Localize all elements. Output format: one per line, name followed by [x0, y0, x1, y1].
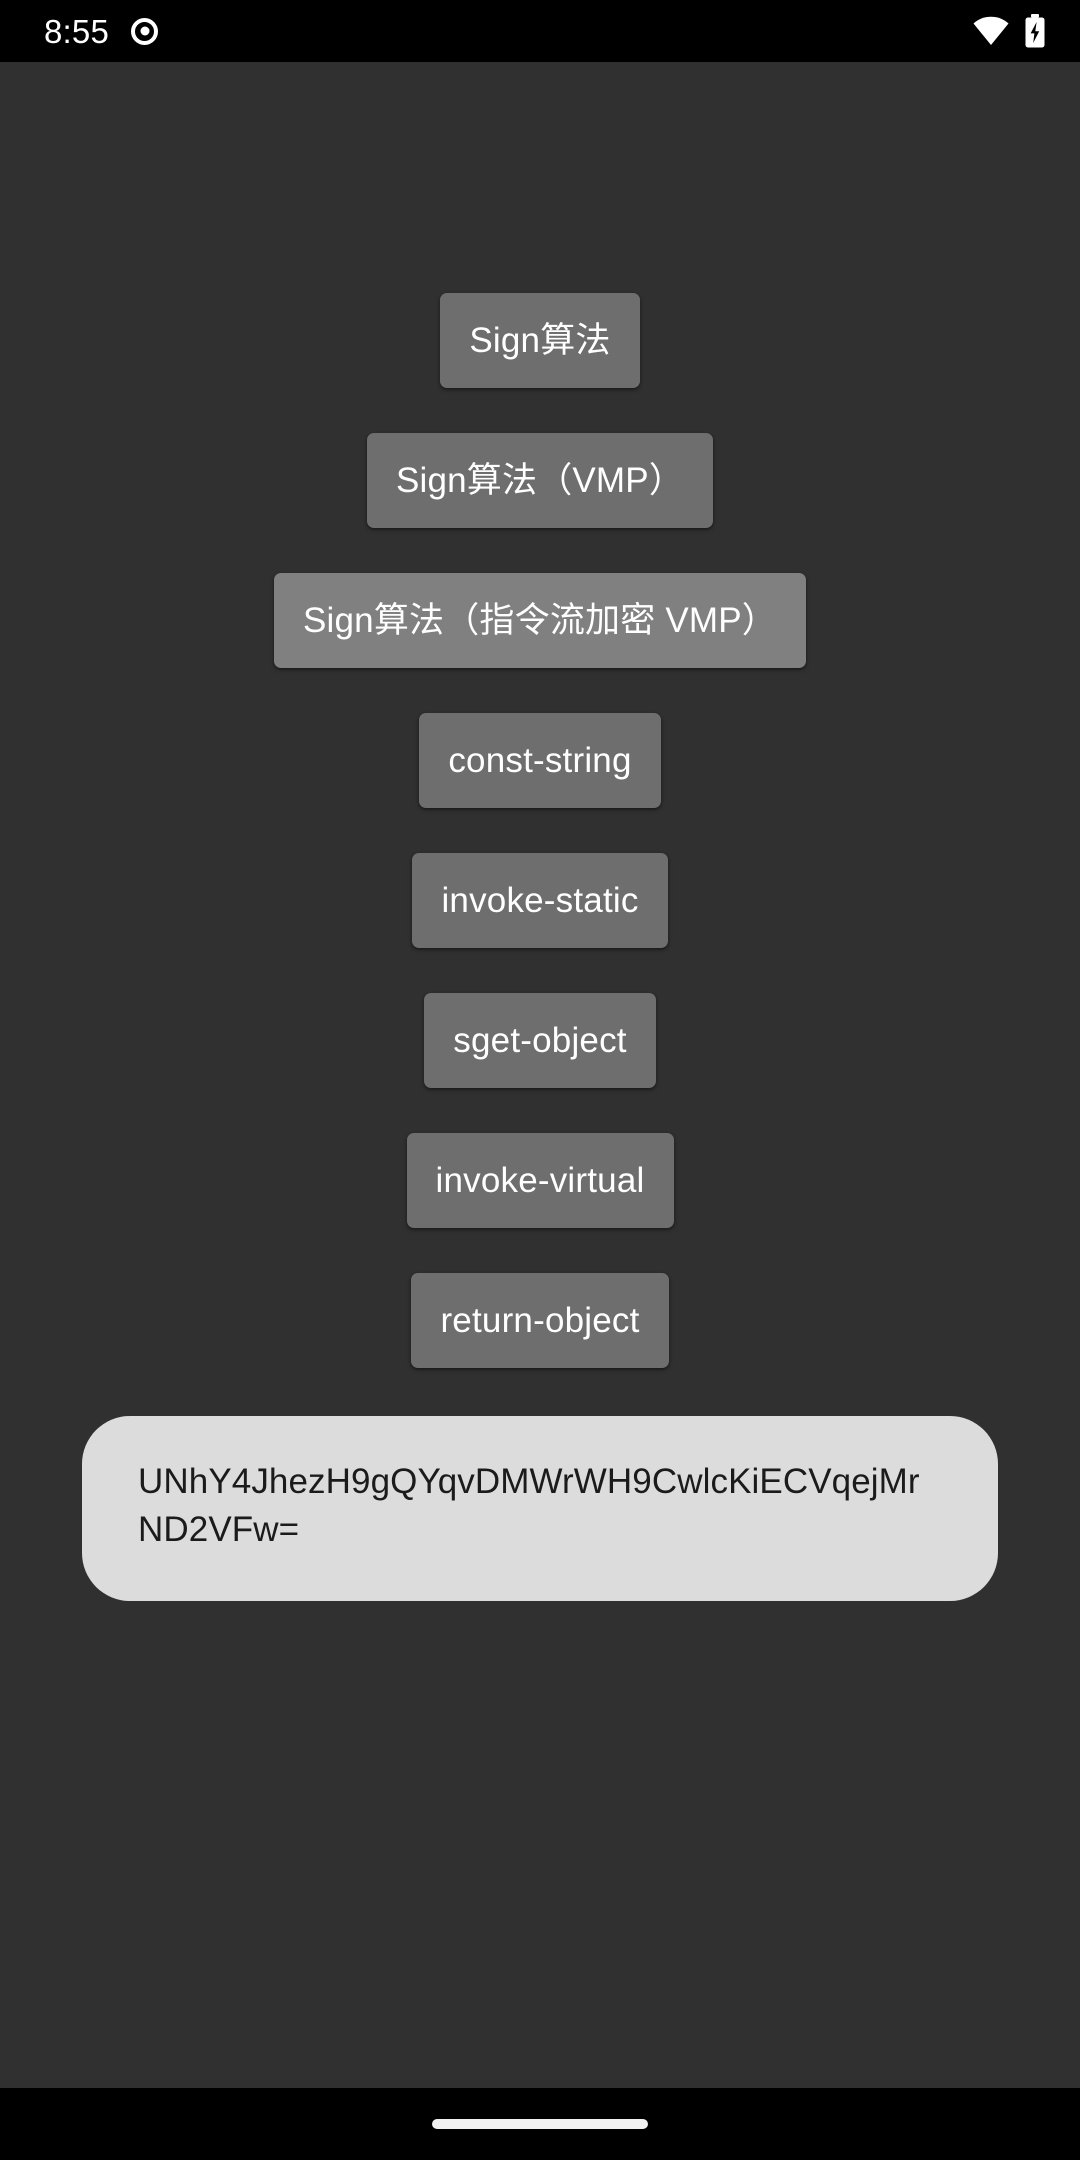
button-row-invoke-virtual: invoke-virtual — [0, 1133, 1080, 1228]
sign-algorithm-vmp-button[interactable]: Sign算法（VMP） — [366, 433, 714, 528]
button-row-return-object: return-object — [0, 1273, 1080, 1368]
return-object-button[interactable]: return-object — [411, 1273, 669, 1368]
button-row-sign-cfe-vmp: Sign算法（指令流加密 VMP） — [0, 573, 1080, 668]
invoke-static-button[interactable]: invoke-static — [412, 853, 668, 948]
status-clock: 8:55 — [44, 12, 110, 50]
record-icon — [131, 17, 159, 45]
status-bar: 8:55 — [0, 0, 1080, 62]
status-bar-left: 8:55 — [44, 12, 159, 50]
sign-algorithm-button[interactable]: Sign算法 — [440, 293, 640, 388]
button-row-invoke-static: invoke-static — [0, 853, 1080, 948]
invoke-virtual-button[interactable]: invoke-virtual — [406, 1133, 674, 1228]
sget-object-button[interactable]: sget-object — [424, 993, 656, 1088]
const-string-button[interactable]: const-string — [419, 713, 661, 808]
button-row-const-string: const-string — [0, 713, 1080, 808]
battery-charging-icon — [1024, 14, 1046, 48]
button-row-sign: Sign算法 — [0, 293, 1080, 388]
home-gesture-pill[interactable] — [432, 2119, 648, 2129]
navigation-bar — [0, 2088, 1080, 2160]
main-content: Sign算法 Sign算法（VMP） Sign算法（指令流加密 VMP） con… — [0, 62, 1080, 2088]
wifi-icon — [972, 16, 1010, 46]
sign-algorithm-instruction-flow-encrypt-vmp-button[interactable]: Sign算法（指令流加密 VMP） — [273, 573, 807, 668]
button-row-sign-vmp: Sign算法（VMP） — [0, 433, 1080, 528]
button-row-sget-object: sget-object — [0, 993, 1080, 1088]
status-bar-right — [972, 14, 1046, 48]
result-text: UNhY4JhezH9gQYqvDMWrWH9CwlcKiECVqejMrND2… — [82, 1416, 998, 1601]
result-area: UNhY4JhezH9gQYqvDMWrWH9CwlcKiECVqejMrND2… — [0, 1416, 1080, 1601]
